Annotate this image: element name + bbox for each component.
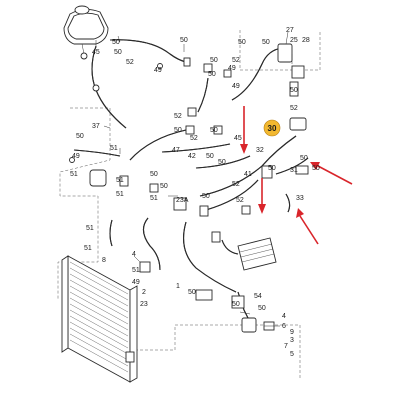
part-label: 50 [180, 37, 188, 44]
part-label: 50 [188, 289, 196, 296]
expansion-tank [63, 5, 109, 55]
part-label: 8 [102, 257, 106, 264]
part-labels: 50 50 45 50 52 37 27 28 25 50 50 50 52 5… [70, 27, 320, 358]
part-label: 2 [142, 289, 146, 296]
part-label: 5 [290, 351, 294, 358]
part-label: 51 [150, 195, 158, 202]
part-label: 32 [256, 147, 264, 154]
red-arrow-3 [317, 165, 353, 185]
part-label: 49 [154, 67, 162, 74]
part-label: 42 [188, 153, 196, 160]
radiator [61, 255, 138, 383]
red-arrow-4-head [296, 208, 304, 218]
part-label: 51 [84, 245, 92, 252]
part-label: 49 [232, 83, 240, 90]
part-label: 50 [238, 39, 246, 46]
part-label: 9 [290, 329, 294, 336]
part-label: 4 [282, 313, 286, 320]
part-label: 51 [132, 267, 140, 274]
part-label: 50 [258, 305, 266, 312]
part-label: 54 [254, 293, 262, 300]
part-label: 50 [210, 127, 218, 134]
red-arrow-3-head [310, 162, 320, 170]
red-arrow-4 [299, 215, 319, 245]
part-label: 50 [76, 133, 84, 140]
oil-cooler [237, 237, 277, 271]
part-label: 51 [116, 177, 124, 184]
part-label: 50 [290, 87, 298, 94]
part-label: 52 [232, 181, 240, 188]
part-label: 23 [140, 301, 148, 308]
part-label: 52 [126, 59, 134, 66]
highlight-part-label: 30 [268, 124, 277, 133]
part-label: 23A [176, 197, 189, 204]
part-label: 50 [218, 159, 226, 166]
part-label: 3 [290, 337, 294, 344]
part-label: 51 [86, 225, 94, 232]
part-label: 41 [244, 171, 252, 178]
part-label: 50 [268, 165, 276, 172]
part-label: 27 [286, 27, 294, 34]
part-label: 49 [228, 65, 236, 72]
part-label: 50 [312, 165, 320, 172]
part-label: 47 [172, 147, 180, 154]
part-label: 50 [208, 71, 216, 78]
part-label: 1 [176, 283, 180, 290]
part-label: 52 [236, 197, 244, 204]
part-label: 45 [92, 49, 100, 56]
part-label: 50 [210, 57, 218, 64]
part-label: 50 [160, 183, 168, 190]
highlight-part-marker: 30 [263, 119, 281, 137]
part-label: 49 [72, 153, 80, 160]
part-label: 51 [70, 171, 78, 178]
part-label: 37 [92, 123, 100, 130]
part-label: 28 [302, 37, 310, 44]
part-label: 25 [290, 37, 298, 44]
part-label: 6 [282, 323, 286, 330]
part-label: 50 [206, 153, 214, 160]
part-label: 4 [132, 251, 136, 258]
red-arrow-2-head [258, 204, 266, 214]
part-label: 51 [116, 191, 124, 198]
part-label: 51 [110, 145, 118, 152]
part-label: 52 [174, 113, 182, 120]
part-label: 50 [174, 127, 182, 134]
part-label: 52 [190, 135, 198, 142]
part-label: 50 [300, 155, 308, 162]
part-label: 50 [150, 171, 158, 178]
part-label: 50 [202, 193, 210, 200]
leader-lines [95, 31, 293, 327]
part-label: 52 [290, 105, 298, 112]
part-label: 50 [114, 49, 122, 56]
part-label: 52 [232, 57, 240, 64]
red-arrows [240, 106, 353, 245]
part-label: 50 [262, 39, 270, 46]
part-label: 33 [296, 195, 304, 202]
part-label: 50 [232, 301, 240, 308]
part-label: 7 [284, 343, 288, 350]
part-label: 49 [132, 279, 140, 286]
red-arrow-1-head [240, 144, 248, 154]
part-label: 50 [112, 39, 120, 46]
part-label: 31 [290, 167, 298, 174]
part-label: 45 [234, 135, 242, 142]
